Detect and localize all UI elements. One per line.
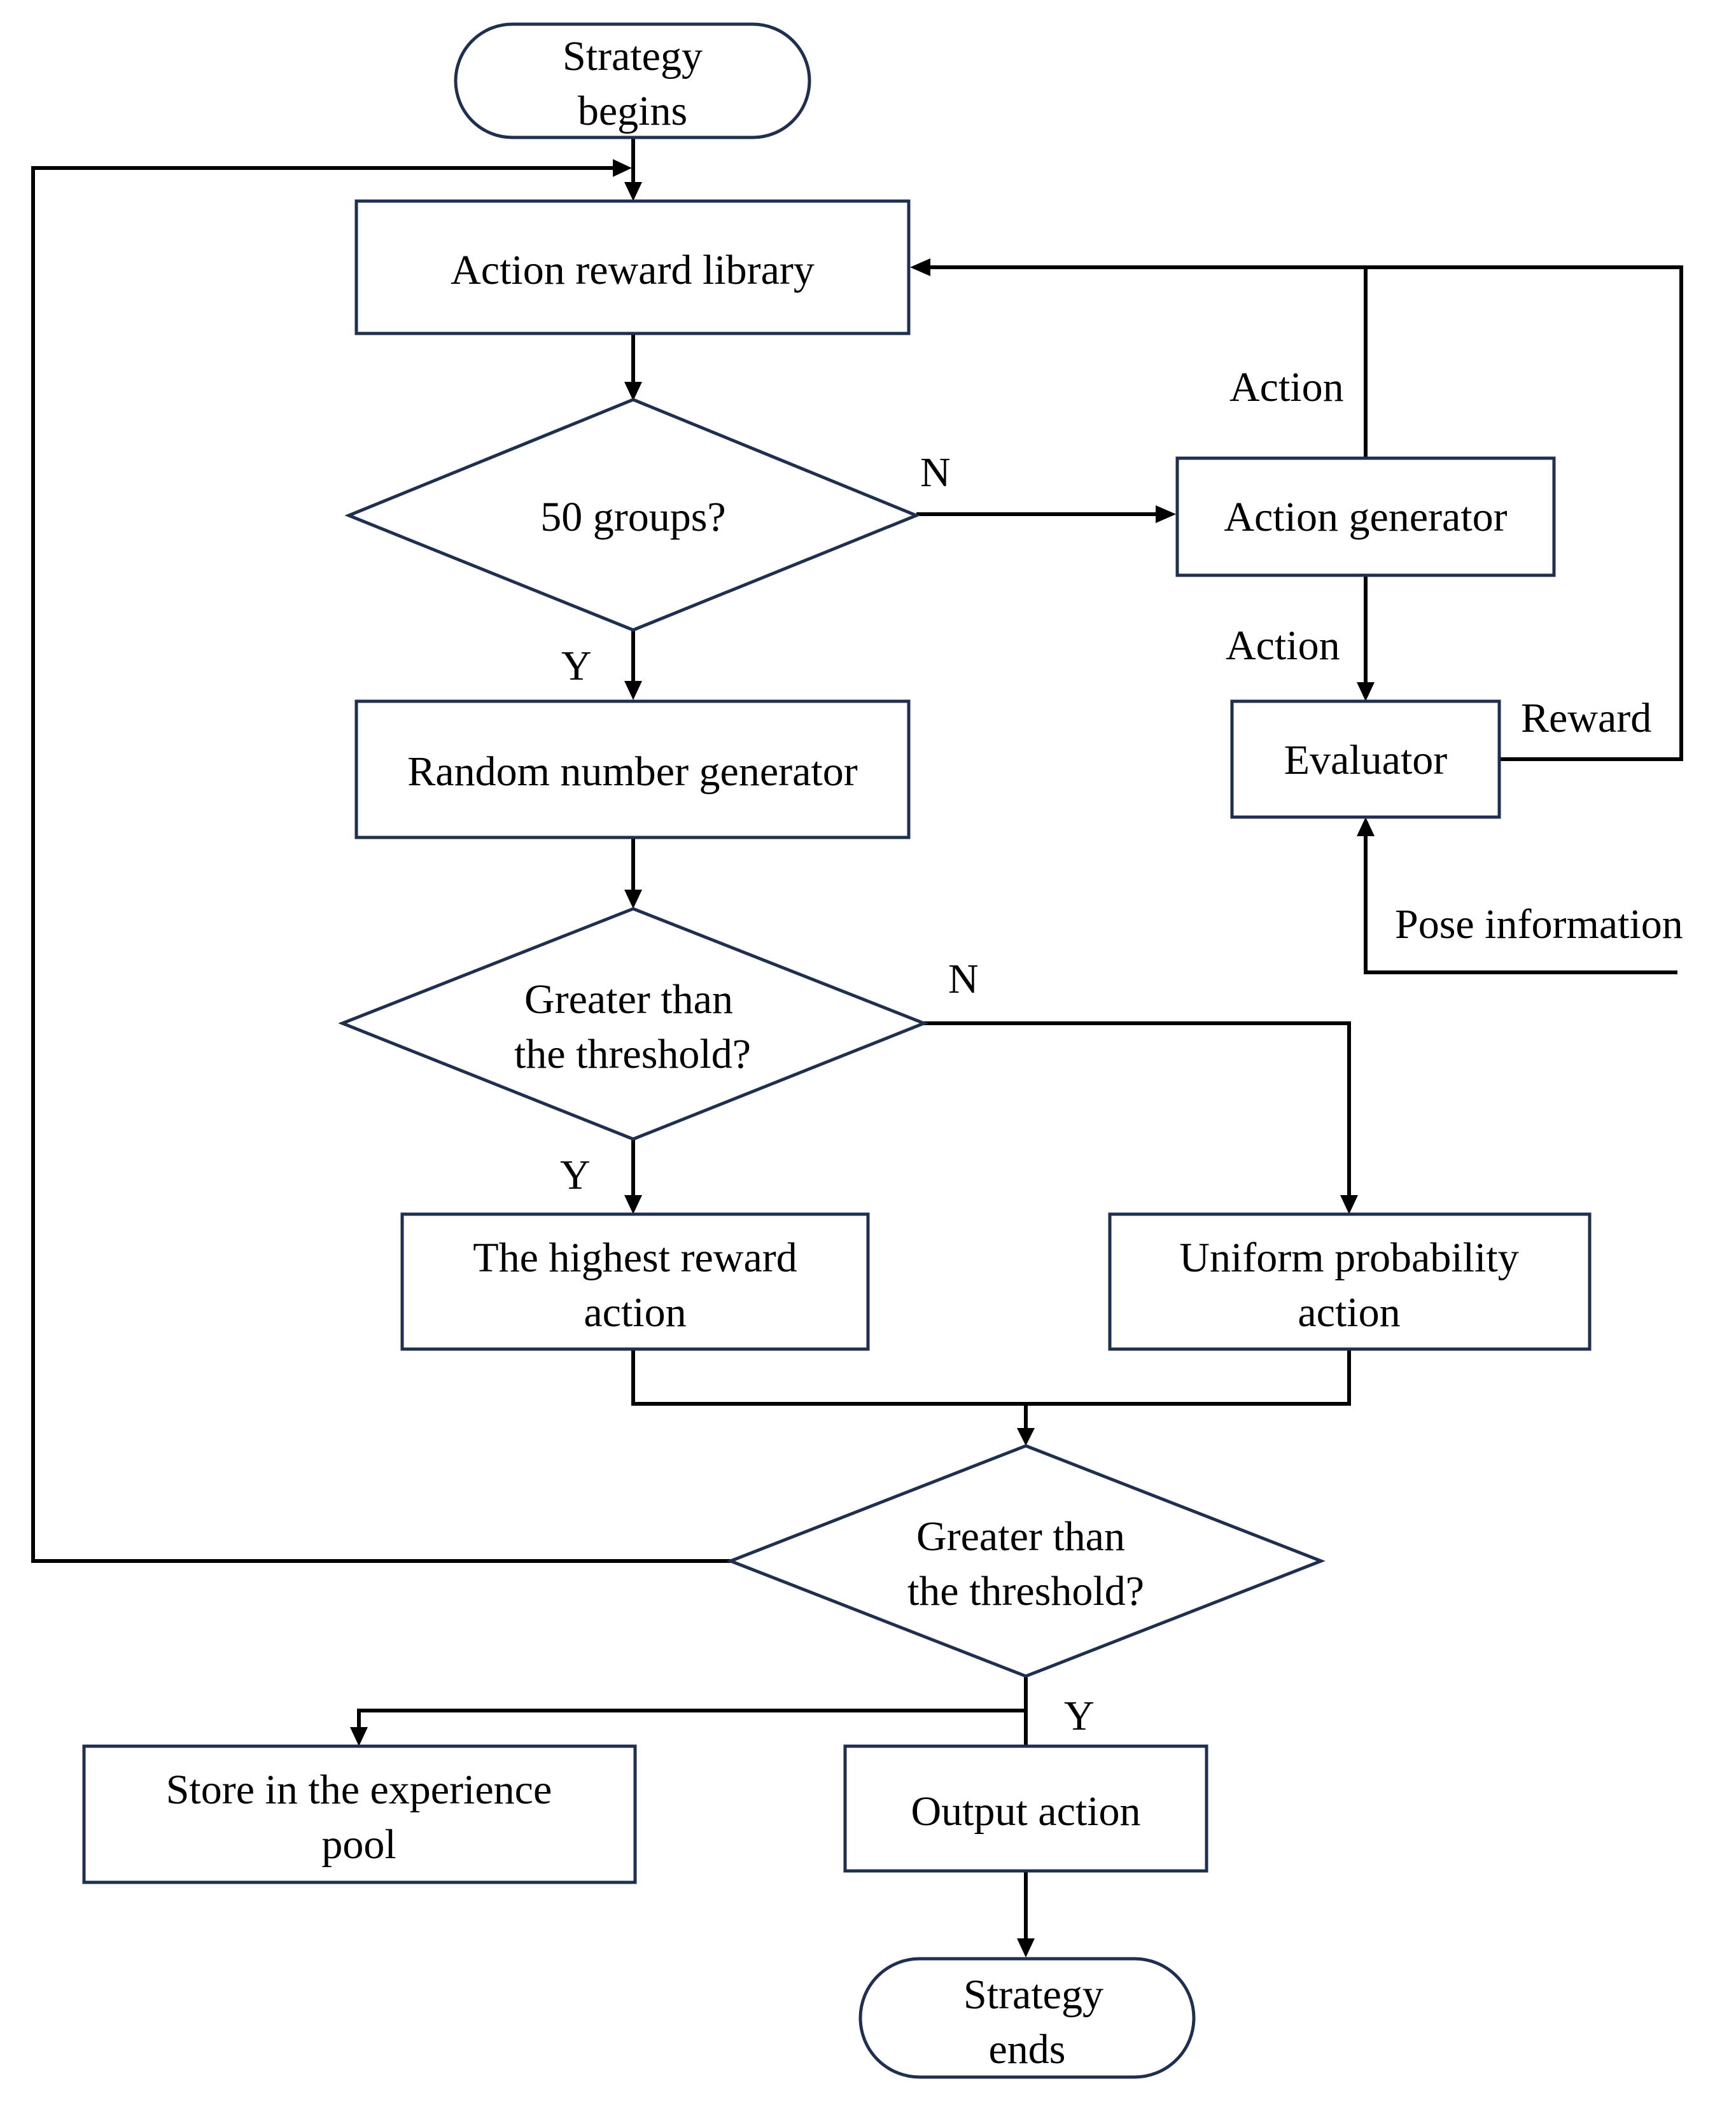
output-action-node: Output action — [843, 1744, 1208, 1873]
store-experience-pool-line1: Store in the experience — [166, 1767, 552, 1813]
evaluator-box — [1230, 699, 1501, 819]
connectors — [31, 139, 1683, 1957]
start-label-line1: Strategy — [563, 33, 703, 80]
action-reward-library-node: Action reward library — [354, 199, 911, 335]
decision-threshold-1-node: Greater than the threshold? — [338, 907, 928, 1141]
arrowhead-loop-back — [613, 159, 632, 177]
output-action-label: Output action — [911, 1788, 1140, 1835]
action-generator-node: Action generator — [1175, 456, 1556, 577]
action-reward-library-label: Action reward library — [451, 247, 815, 293]
arrowhead-into-highest — [624, 1195, 642, 1214]
action-generator-label: Action generator — [1224, 494, 1507, 540]
highest-reward-action-node: The highest reward action — [400, 1212, 870, 1351]
arrowhead-into-evaluator-top — [1357, 682, 1375, 701]
start-node: Strategy begins — [454, 22, 811, 139]
highest-reward-action-line1: The highest reward — [473, 1235, 797, 1281]
store-experience-pool-box — [82, 1744, 637, 1884]
decision-50-groups-node: 50 groups? — [344, 398, 921, 632]
arrowhead-into-decision3 — [1017, 1428, 1035, 1446]
arrowhead-into-uniform — [1340, 1195, 1358, 1214]
store-experience-pool-node: Store in the experience pool — [82, 1744, 637, 1884]
arrowhead-into-decision1 — [624, 382, 642, 401]
connector-generator-to-library — [929, 265, 1368, 458]
arrowhead-into-decision2 — [624, 890, 642, 909]
edge-label-yes-threshold-2: Y — [1064, 1693, 1095, 1739]
decision-threshold-1-line2: the threshold? — [514, 1031, 751, 1077]
arrowhead-into-end — [1017, 1938, 1035, 1957]
output-action-box — [843, 1744, 1208, 1873]
action-reward-library-box — [354, 199, 911, 335]
end-label-line2: ends — [989, 2026, 1066, 2073]
action-generator-box — [1175, 456, 1556, 577]
decision-threshold-1-line1: Greater than — [524, 976, 733, 1023]
random-number-generator-box — [354, 699, 911, 839]
edge-label-action-down: Action — [1226, 622, 1340, 669]
uniform-probability-action-line2: action — [1298, 1289, 1400, 1336]
decision-threshold-2-line1: Greater than — [916, 1513, 1125, 1560]
start-terminator-shape — [454, 22, 811, 139]
decision-threshold-2-node: Greater than the threshold? — [726, 1444, 1326, 1678]
end-label-line1: Strategy — [963, 1971, 1103, 2018]
highest-reward-action-box — [400, 1212, 870, 1351]
decision-threshold-1-diamond — [338, 907, 928, 1141]
random-number-generator-node: Random number generator — [354, 699, 911, 839]
connector-reward-loop — [1366, 265, 1683, 761]
arrowhead-into-evaluator-bottom — [1357, 817, 1375, 836]
decision-threshold-2-diamond — [726, 1444, 1326, 1678]
arrowhead-into-store — [350, 1727, 368, 1746]
decision-threshold-2-line2: the threshold? — [907, 1568, 1144, 1614]
decision-50-groups-label: 50 groups? — [540, 494, 725, 540]
random-number-generator-label: Random number generator — [407, 748, 857, 795]
edge-label-action-up: Action — [1229, 364, 1344, 410]
evaluator-node: Evaluator — [1230, 699, 1501, 819]
uniform-probability-action-line1: Uniform probability — [1179, 1235, 1518, 1281]
edge-label-yes-50-groups: Y — [561, 643, 592, 689]
edge-label-yes-threshold-1: Y — [560, 1152, 591, 1198]
evaluator-label: Evaluator — [1284, 737, 1448, 783]
store-experience-pool-line2: pool — [321, 1821, 396, 1868]
start-label-line2: begins — [578, 88, 687, 134]
edge-label-no-50-groups: N — [920, 449, 951, 496]
arrowhead-into-library — [624, 182, 642, 201]
end-node: Strategy ends — [858, 1957, 1196, 2079]
connector-pose-to-evaluator — [1364, 835, 1677, 974]
arrowhead-into-generator — [1156, 505, 1176, 523]
arrowhead-into-library-right — [910, 258, 930, 276]
edge-label-pose-information: Pose information — [1395, 901, 1683, 948]
uniform-probability-action-box — [1108, 1212, 1592, 1351]
highest-reward-action-line2: action — [584, 1289, 686, 1336]
arrowhead-into-rng — [624, 681, 642, 700]
edge-label-no-threshold-1: N — [948, 956, 979, 1002]
edge-label-reward: Reward — [1521, 695, 1651, 741]
end-terminator-shape — [858, 1957, 1196, 2079]
connector-loop-back-left — [31, 166, 731, 1563]
uniform-probability-action-node: Uniform probability action — [1108, 1212, 1592, 1351]
connector-to-store — [357, 1709, 1026, 1730]
connector-merge-actions — [631, 1349, 1351, 1406]
decision-50-groups-diamond — [344, 398, 921, 632]
connector-decision2-to-uniform — [924, 1021, 1351, 1196]
edge-labels: N Y Action Action Reward Pose informatio… — [560, 364, 1683, 1739]
